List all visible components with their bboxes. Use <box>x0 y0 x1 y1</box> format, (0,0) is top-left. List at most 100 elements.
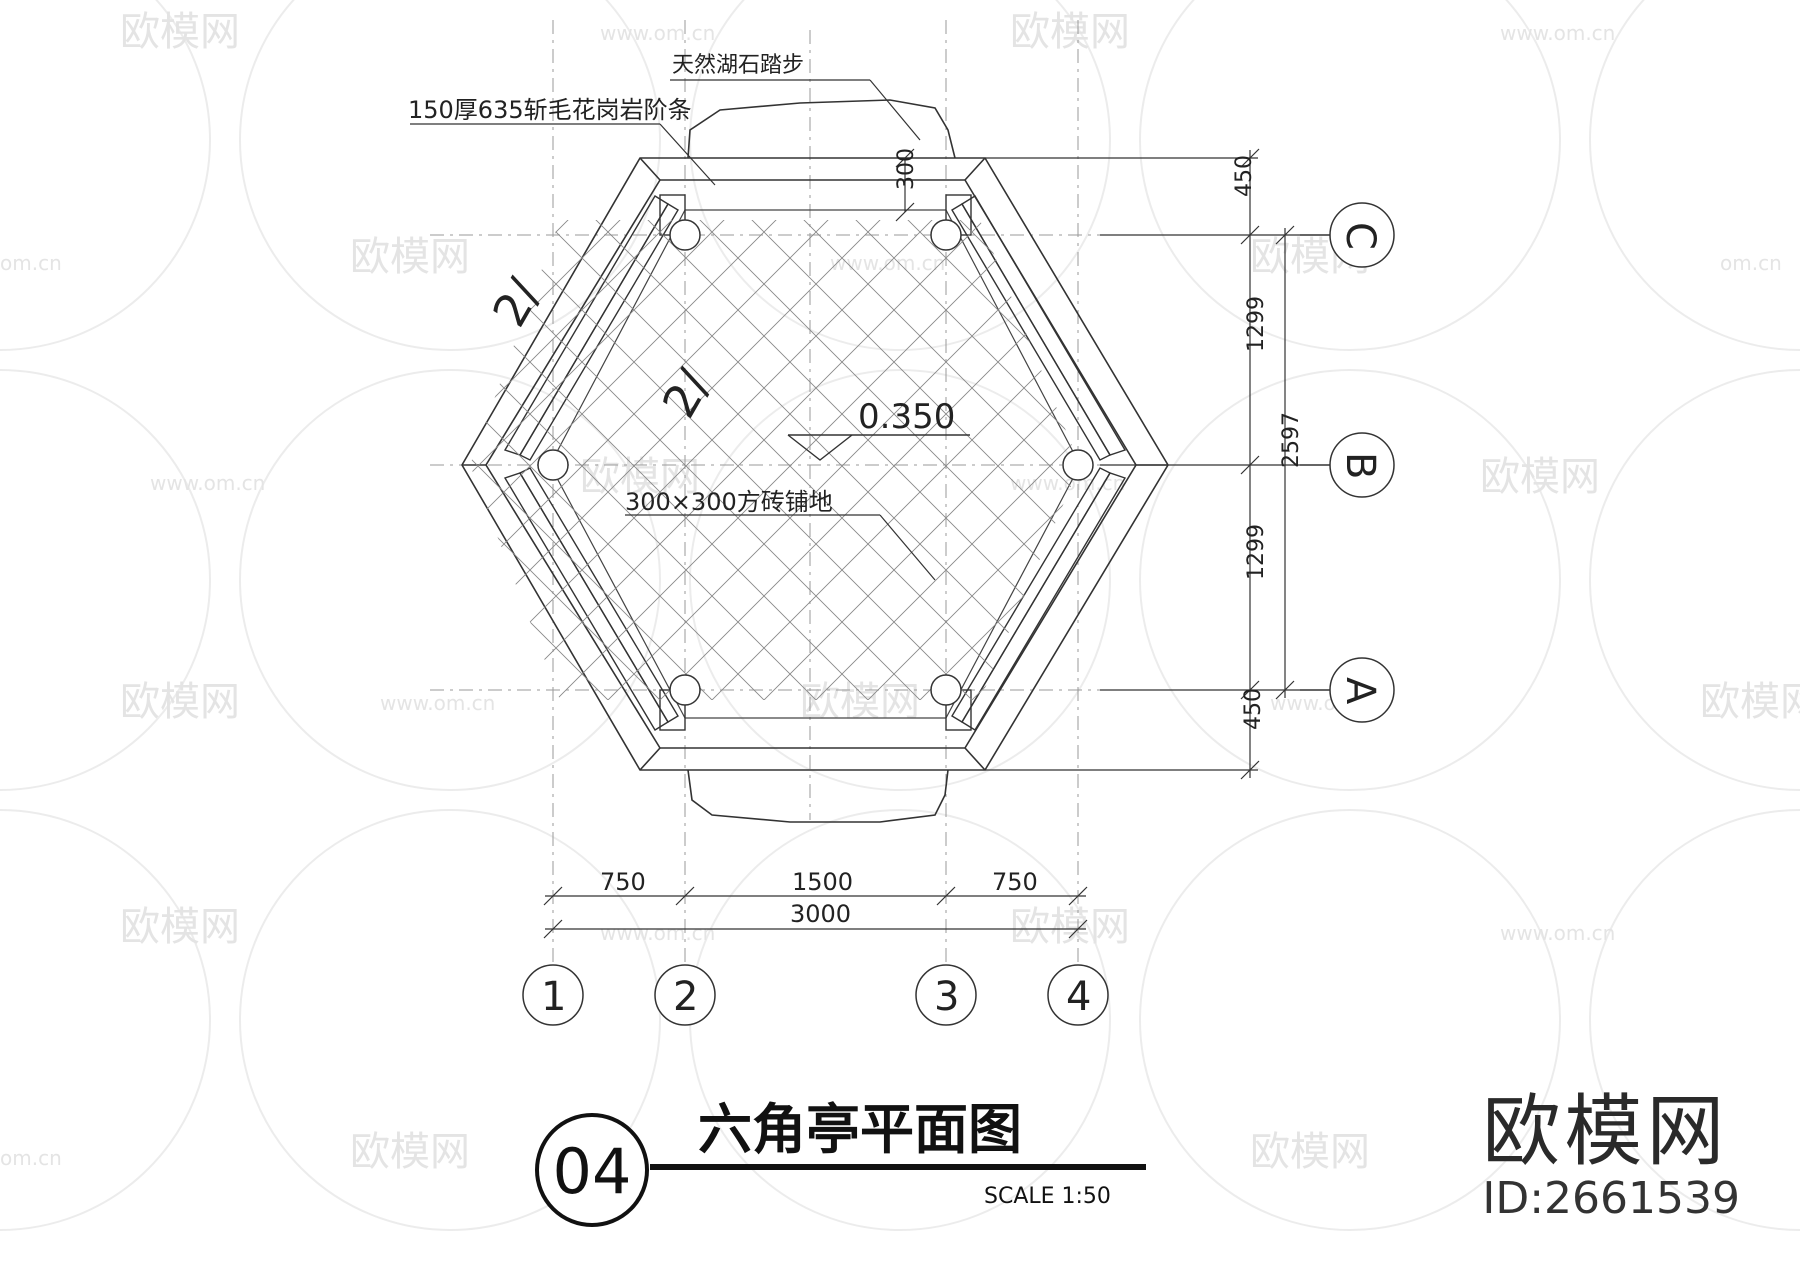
watermark-brand-text: 欧模网 <box>580 454 700 500</box>
watermark-arc <box>0 0 211 351</box>
right-dim-3: 1299 <box>1244 524 1269 580</box>
right-dim-total: 2597 <box>1279 412 1304 468</box>
tile-line <box>470 220 661 700</box>
brand-id: ID:2661539 <box>1482 1173 1740 1224</box>
watermark-brand-text: 欧模网 <box>1010 904 1130 950</box>
tile-line <box>1140 180 1700 740</box>
tile-line <box>503 220 1065 700</box>
watermark-url-text: www.om.cn <box>1500 21 1615 45</box>
tile-line <box>867 220 1080 700</box>
tile-line <box>470 220 1025 700</box>
drawing-title: 六角亭平面图 <box>698 1098 1022 1161</box>
bottom-dim-1: 750 <box>600 868 646 896</box>
watermark-url-text: www.om.cn <box>380 691 495 715</box>
bottom-dimension-lines <box>543 886 1088 939</box>
column-b1 <box>537 449 569 481</box>
tile-line <box>470 220 1013 700</box>
columns <box>537 219 1094 706</box>
leader-lines <box>410 79 936 581</box>
drawing-number: 04 <box>553 1135 632 1208</box>
tile-line <box>470 220 701 700</box>
watermark-brand-text: 欧模网 <box>1010 9 1130 55</box>
benches <box>503 194 1127 731</box>
tile-line <box>671 220 1080 700</box>
column-a3 <box>930 674 962 706</box>
title-block <box>535 1113 1146 1227</box>
watermark-brand-text: 欧模网 <box>1700 679 1800 725</box>
tile-line <box>775 220 1080 700</box>
tile-line <box>470 220 649 700</box>
watermark-brand-text: 欧模网 <box>120 9 240 55</box>
watermark-arc <box>1139 0 1561 351</box>
watermark-arc <box>1139 809 1561 1231</box>
watermark-brand-text: 欧模网 <box>120 679 240 725</box>
watermark-brand-text: 欧模网 <box>800 679 920 725</box>
bottom-dim-total: 3000 <box>790 900 851 928</box>
watermark-arc <box>1589 809 1800 1231</box>
axis-label-c: C <box>1337 222 1383 250</box>
right-dim-4: 450 <box>1241 688 1266 730</box>
tile-line <box>470 220 765 700</box>
tile-line <box>470 220 857 700</box>
watermark-arc <box>239 0 661 351</box>
axis-label-2: 2 <box>673 974 698 1020</box>
watermark-arc <box>239 809 661 1231</box>
floor-tile-label: 300×300方砖铺地 <box>625 488 833 516</box>
natural-stone-step-label: 天然湖石踏步 <box>672 53 804 78</box>
watermark-brand-text: 欧模网 <box>1480 454 1600 500</box>
axis-label-a: A <box>1337 677 1383 705</box>
tile-line <box>619 220 1080 700</box>
tile-line <box>470 220 805 700</box>
column-b4 <box>1062 449 1094 481</box>
right-dim-1: 450 <box>1232 155 1257 197</box>
brand-name: 欧模网 <box>1482 1087 1729 1177</box>
watermark-arc <box>1589 369 1800 791</box>
row-axis-bubbles <box>1300 202 1395 723</box>
tile-line <box>470 220 713 700</box>
tile-line <box>470 220 869 700</box>
tile-line <box>763 220 1080 700</box>
right-dim-2: 1299 <box>1244 296 1269 352</box>
section-mark-inner: 2/ <box>652 360 721 426</box>
tile-line <box>723 220 1080 700</box>
tile-line <box>470 220 909 700</box>
watermark-short-url-text: om.cn <box>0 1146 62 1170</box>
axis-label-3: 3 <box>934 974 959 1020</box>
watermark-arc <box>689 369 1111 791</box>
section-mark-outer: 2/ <box>482 269 551 335</box>
drawing-scale: SCALE 1:50 <box>984 1184 1111 1209</box>
watermark-arc <box>0 809 211 1231</box>
column-c3 <box>930 219 962 251</box>
watermark-arc <box>1589 0 1800 351</box>
granite-step-label: 150厚635斩毛花岗岩阶条 <box>408 96 692 124</box>
tile-line <box>470 220 753 700</box>
bottom-dim-2: 1500 <box>792 868 853 896</box>
step-dimension <box>895 148 915 222</box>
tile-line <box>711 220 1080 700</box>
watermark-brand-text: 欧模网 <box>350 1129 470 1175</box>
elevation-marker <box>787 434 970 461</box>
tile-line <box>659 220 1080 700</box>
watermark-url-text: www.om.cn <box>150 471 265 495</box>
watermark-short-url-text: om.cn <box>1720 251 1782 275</box>
watermark-url-text: www.om.cn <box>600 21 715 45</box>
tile-line <box>815 220 1080 700</box>
axis-label-b: B <box>1337 452 1383 479</box>
column-axis-bubbles <box>522 964 1109 1026</box>
tile-line <box>827 220 1080 700</box>
watermark-brand: 欧模网 ID:2661539 <box>1482 1090 1740 1224</box>
column-a2 <box>669 674 701 706</box>
watermark-short-url-text: om.cn <box>0 251 62 275</box>
elevation-label: 0.350 <box>858 397 955 437</box>
stone-steps <box>687 99 956 823</box>
watermark-url-text: www.om.cn <box>830 251 945 275</box>
watermark-brand-text: 欧模网 <box>350 234 470 280</box>
tile-line <box>470 220 817 700</box>
watermark-arc <box>0 369 211 791</box>
step-dimension-label: 300 <box>894 148 919 190</box>
watermark-brand-text: 欧模网 <box>120 904 240 950</box>
tile-line <box>470 220 921 700</box>
tile-line <box>470 220 597 700</box>
tile-line <box>879 220 1080 700</box>
right-dimension-lines <box>985 148 1300 780</box>
